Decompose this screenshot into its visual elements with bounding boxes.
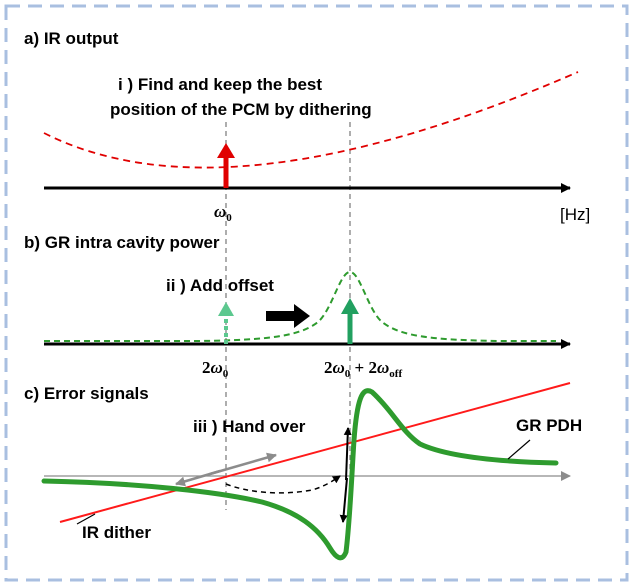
ir-dither-label: IR dither xyxy=(82,523,151,542)
pdh-range-arrow-up xyxy=(343,427,352,481)
gr-carrier-arrowhead-shifted xyxy=(341,298,359,314)
dither-direction-arrow-right xyxy=(209,452,277,476)
ir-carrier-arrowhead xyxy=(217,143,235,158)
unit-label: [Hz] xyxy=(560,205,590,224)
two-omega0-label: 2ω0 xyxy=(202,358,229,380)
ir-dither-signal-line xyxy=(59,382,571,523)
gr-cavity-power-curve xyxy=(44,270,556,342)
panel-a-title: a) IR output xyxy=(24,29,119,48)
hand-over-path-arrow xyxy=(225,475,341,494)
panel-a-step-line1: i ) Find and keep the best xyxy=(118,75,322,94)
gr-pdh-signal-curve xyxy=(41,388,559,561)
panel-a-step-line2: position of the PCM by dithering xyxy=(110,100,372,119)
omega0-label: ω0 xyxy=(214,202,232,224)
pdh-range-arrow-down xyxy=(339,477,348,523)
offset-shift-arrow xyxy=(266,304,310,328)
panel-c-step: iii ) Hand over xyxy=(193,417,306,436)
gr-carrier-arrowhead-initial xyxy=(218,302,234,316)
gr-pdh-label: GR PDH xyxy=(516,416,582,435)
gr-pdh-pointer xyxy=(507,439,531,460)
outer-frame xyxy=(4,4,629,582)
ir-dither-pointer xyxy=(76,513,96,525)
dither-direction-arrow-left xyxy=(175,469,221,487)
panel-b-title: b) GR intra cavity power xyxy=(24,233,220,252)
panel-c-title: c) Error signals xyxy=(24,384,149,403)
panel-b-step: ii ) Add offset xyxy=(166,276,274,295)
ir-output-curve xyxy=(43,71,579,169)
two-omega0-plus-offset-label: 2ω0 + 2ωoff xyxy=(324,358,402,380)
